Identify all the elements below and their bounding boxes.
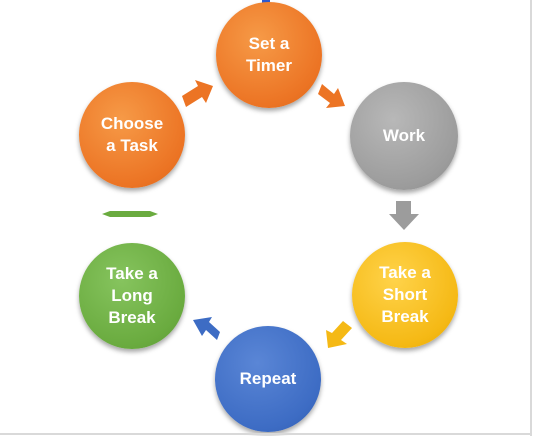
canvas-bottom-border xyxy=(0,433,532,435)
arrow-work-to-short xyxy=(389,201,419,230)
arrow-choose-to-timer xyxy=(182,80,213,107)
arrow-timer-to-work xyxy=(318,84,345,108)
step-set-timer: Set a Timer xyxy=(216,2,322,108)
step-repeat-label: Repeat xyxy=(239,369,297,388)
step-set-timer-label: Set a Timer xyxy=(246,34,292,75)
step-long-break-label: Take a Long Break xyxy=(106,264,158,327)
arrow-repeat-to-long xyxy=(193,317,220,340)
step-long-break: Take a Long Break xyxy=(79,243,185,349)
step-choose-task-label: Choose a Task xyxy=(100,114,164,155)
canvas-right-border xyxy=(530,0,532,436)
arrow-short-to-repeat xyxy=(326,321,352,348)
arrow-long-to-choose xyxy=(102,211,158,217)
step-work: Work xyxy=(350,82,458,190)
step-short-break-label: Take a Short Break xyxy=(379,263,431,326)
step-short-break: Take a Short Break xyxy=(352,242,458,348)
step-choose-task: Choose a Task xyxy=(79,82,185,188)
step-work-label: Work xyxy=(382,126,426,145)
step-repeat: Repeat xyxy=(215,326,321,432)
